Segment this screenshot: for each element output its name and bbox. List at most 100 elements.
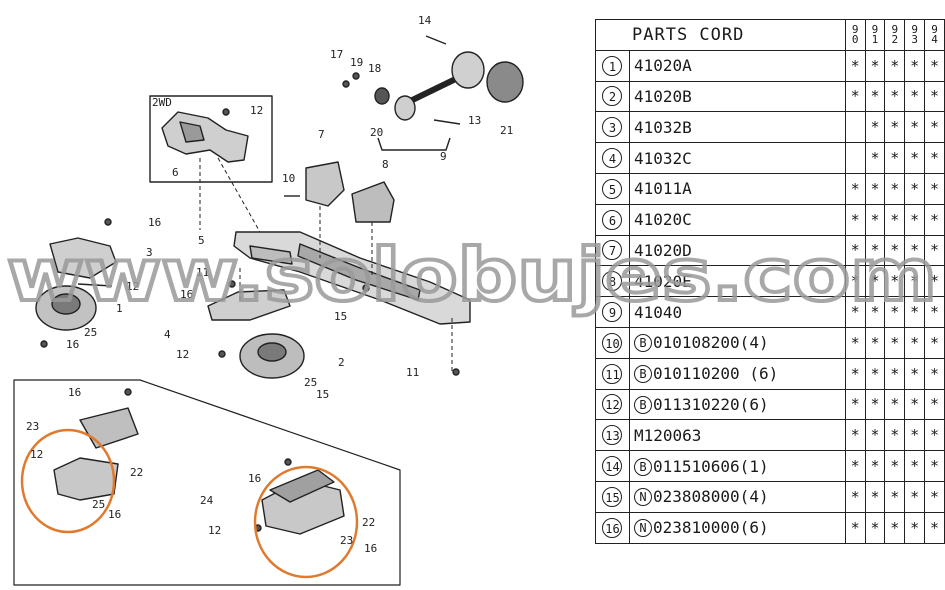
callout-label: 16: [68, 386, 81, 399]
part-number-circle: 15: [602, 486, 623, 507]
2wd-bracket-part: [161, 111, 249, 163]
part-code: 41020C: [633, 210, 692, 230]
year-mark-cell: *: [924, 296, 945, 328]
year-mark-cell: *: [844, 80, 866, 113]
year-mark-cell: [844, 142, 866, 174]
callout-label: 25: [304, 376, 317, 389]
year-mark-cell: *: [904, 388, 926, 421]
year-mark-cell: *: [904, 265, 926, 298]
year-mark-cell: *: [924, 111, 945, 144]
year-mark-cell: *: [884, 49, 906, 82]
part-number-cell: 7: [595, 234, 630, 267]
callout-label: 7: [318, 128, 325, 141]
year-mark-cell: *: [844, 450, 866, 482]
year-mark-cell: *: [864, 296, 886, 328]
year-mark-cell: *: [864, 234, 886, 267]
part-number-circle: 12: [602, 394, 623, 415]
part-code: 023810000(6): [652, 518, 769, 538]
part-number-circle: 16: [602, 517, 623, 538]
callout-label: 16: [248, 472, 261, 485]
part-number-cell: 11: [595, 357, 630, 390]
callout-label: 5: [198, 234, 205, 247]
callout-label: 8: [382, 158, 389, 171]
year-mark-cell: *: [904, 326, 926, 359]
part-code-cell: 41020E: [628, 265, 846, 298]
year-mark-cell: *: [884, 480, 906, 513]
mount-3: [49, 237, 117, 279]
part-number-cell: 13: [595, 419, 630, 452]
year-mark-cell: *: [884, 511, 906, 544]
callout-label: 1: [116, 302, 123, 315]
callout-label: 16: [108, 508, 121, 521]
year-mark-cell: *: [864, 326, 886, 359]
year-mark-cell: *: [884, 203, 906, 236]
part-code: 41011A: [633, 179, 692, 199]
year-mark-cell: *: [904, 296, 926, 328]
callout-label: 16: [180, 288, 193, 301]
callout-label: 11: [406, 366, 419, 379]
part-code-cell: M120063: [628, 419, 846, 452]
year-mark-cell: *: [924, 80, 945, 113]
part-number-circle: 6: [602, 209, 623, 230]
part-number-circle: 7: [602, 240, 623, 261]
part-number-circle: 13: [602, 425, 623, 446]
year-mark-cell: *: [844, 172, 866, 205]
part-number-cell: 5: [595, 172, 630, 205]
year-mark-cell: *: [844, 265, 866, 298]
part-code: 41040: [633, 302, 683, 322]
part-prefix-circle: N: [633, 519, 652, 538]
year-mark-cell: *: [924, 172, 945, 205]
year-mark-cell: *: [884, 172, 906, 205]
part-code: 010110200 (6): [652, 364, 779, 384]
part-code-cell: 41020D: [628, 234, 846, 267]
callout-label: 23: [340, 534, 353, 547]
callout-label: 25: [92, 498, 105, 511]
callout-label: 12: [208, 524, 221, 537]
part-code-cell: 41020B: [628, 80, 846, 113]
part-code-cell: 41020C: [628, 203, 846, 236]
callout-label: 22: [362, 516, 375, 529]
part-code-cell: 41032B: [628, 111, 846, 144]
highlight-circle-right: [253, 465, 359, 579]
callout-label: 24: [200, 494, 214, 507]
year-mark-cell: *: [864, 142, 886, 174]
part-prefix-circle: B: [633, 457, 652, 476]
year-mark-cell: *: [884, 388, 906, 421]
year-mark-cell: *: [924, 419, 945, 452]
part-prefix-circle: N: [633, 488, 652, 507]
part-code-cell: 41032C: [628, 142, 846, 174]
year-mark-cell: *: [904, 172, 926, 205]
part-number-circle: 4: [602, 148, 623, 169]
part-number-circle: 8: [602, 271, 623, 292]
part-code: 41020B: [633, 86, 692, 106]
part-number-circle: 2: [602, 86, 623, 107]
year-mark-cell: *: [884, 234, 906, 267]
part-number-cell: 12: [595, 388, 630, 421]
callout-label: 12: [126, 280, 139, 293]
year-mark-cell: *: [864, 80, 886, 113]
mount-7: [305, 161, 345, 207]
year-mark-cell: *: [864, 419, 886, 452]
part-code: 41032C: [633, 148, 692, 168]
part-number-cell: 15: [595, 480, 630, 513]
part-number-cell: 4: [595, 142, 630, 174]
part-number-circle: 3: [602, 117, 623, 138]
bushing-9: [451, 51, 485, 89]
year-mark-cell: *: [904, 234, 926, 267]
part-number-circle: 5: [602, 178, 623, 199]
part-number-cell: 6: [595, 203, 630, 236]
